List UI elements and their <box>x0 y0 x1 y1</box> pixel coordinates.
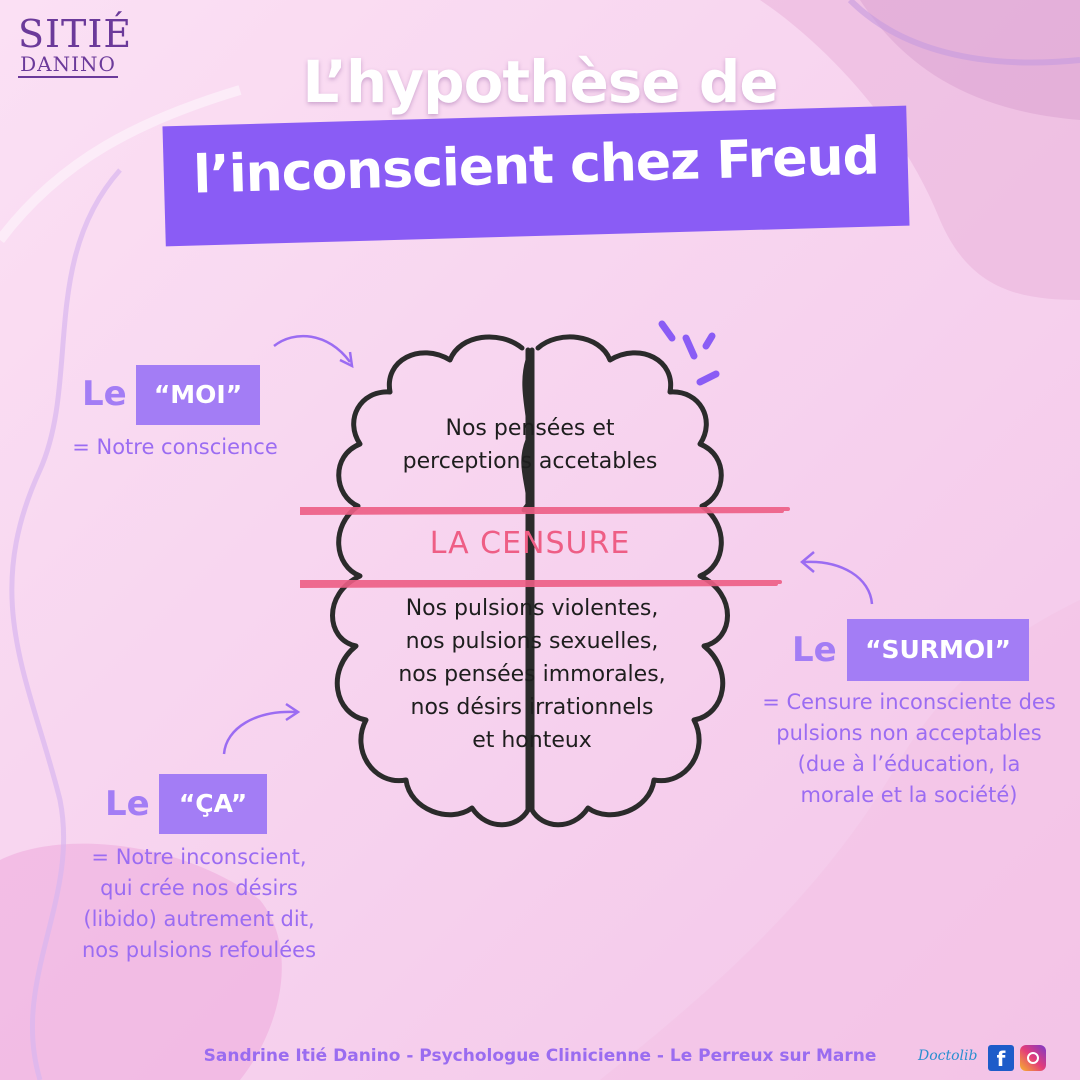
brain-bottom-line: nos désirs irrationnels <box>410 695 654 720</box>
doctolib-link[interactable]: Doctolib <box>918 1048 978 1064</box>
brain-bottom-line: nos pulsions sexuelles, <box>405 629 659 654</box>
logo: SITIÉ DANINO <box>18 12 133 78</box>
logo-line-1: SITIÉ <box>18 12 133 56</box>
brain-bottom-line: et honteux <box>472 728 592 753</box>
brain-top-line: perceptions accetables <box>402 449 658 474</box>
brain-bottom-text: Nos pulsions violentes, nos pulsions sex… <box>362 592 702 757</box>
surmoi-le: Le <box>792 630 837 670</box>
ca-desc-line: qui crée nos désirs <box>100 876 298 900</box>
instagram-icon[interactable] <box>1020 1045 1046 1071</box>
brain-top-line: Nos pensées et <box>445 416 615 441</box>
surmoi-desc-line: pulsions non acceptables <box>776 721 1042 745</box>
logo-line-2: DANINO <box>18 54 118 78</box>
ca-desc-line: = Notre inconscient, <box>91 845 307 869</box>
curved-arrow-icon <box>273 334 354 369</box>
brain-outline-icon <box>300 334 790 828</box>
moi-le: Le <box>82 374 127 414</box>
curved-arrow-icon <box>800 551 874 605</box>
footer-credit: Sandrine Itié Danino - Psychologue Clini… <box>203 1046 877 1066</box>
censure-label: LA CENSURE <box>429 526 631 561</box>
surmoi-desc-line: morale et la société) <box>800 783 1018 807</box>
brain-bottom-line: Nos pulsions violentes, <box>405 596 659 621</box>
surmoi-desc-line: (due à l’éducation, la <box>797 752 1021 776</box>
moi-tag: “MOI” <box>136 365 260 425</box>
ca-desc-line: nos pulsions refoulées <box>81 938 317 962</box>
brain-bottom-line: nos pensées immorales, <box>398 662 666 687</box>
title-line-1: L’hypothèse de <box>302 48 778 116</box>
surmoi-tag: “SURMOI” <box>847 619 1029 681</box>
ca-le: Le <box>105 784 150 824</box>
ca-tag: “ÇA” <box>159 774 267 834</box>
ca-description: = Notre inconscient, qui crée nos désirs… <box>40 842 358 966</box>
moi-description: = Notre conscience <box>72 435 278 459</box>
ca-desc-line: (libido) autrement dit, <box>83 907 315 931</box>
surmoi-description: = Censure inconsciente des pulsions non … <box>744 687 1074 811</box>
curved-arrow-icon <box>222 702 301 755</box>
sparkle-lines-icon <box>658 320 720 386</box>
surmoi-desc-line: = Censure inconsciente des <box>762 690 1056 714</box>
facebook-icon[interactable]: f <box>988 1045 1014 1071</box>
brain-top-text: Nos pensées et perceptions accetables <box>370 412 690 478</box>
